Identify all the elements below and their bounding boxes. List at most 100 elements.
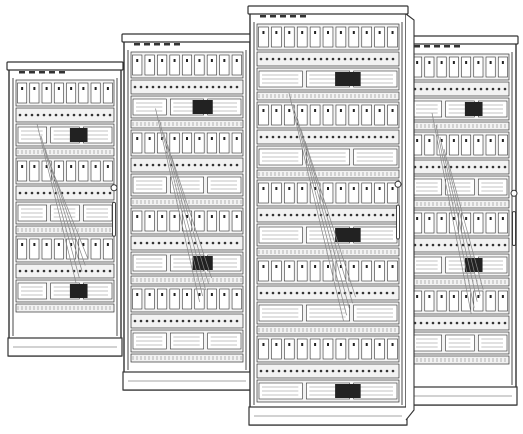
blade (348, 26, 360, 48)
label-mark (260, 15, 266, 18)
label-mark (39, 71, 45, 74)
port (479, 87, 483, 91)
blade-led (70, 165, 73, 168)
blade-led (288, 187, 291, 190)
blade (90, 238, 101, 260)
port (301, 369, 305, 373)
port (36, 191, 40, 195)
port (331, 57, 335, 61)
blade (169, 132, 180, 154)
blade (424, 56, 435, 78)
blade-led (288, 109, 291, 112)
blade-led (452, 61, 455, 64)
label-mark (454, 45, 460, 48)
cabinet-middle (121, 33, 253, 391)
blade (219, 132, 230, 154)
blade-led (352, 187, 355, 190)
port (187, 319, 191, 323)
blade (473, 212, 484, 234)
blade (231, 210, 242, 232)
port (425, 321, 429, 325)
blade (335, 260, 347, 282)
port (295, 213, 299, 217)
blade-led (288, 265, 291, 268)
blade-led (173, 293, 176, 296)
blade (206, 210, 217, 232)
blade-led (136, 137, 139, 140)
port (343, 369, 347, 373)
port (157, 163, 161, 167)
equipment-module (15, 185, 115, 201)
port (419, 243, 423, 247)
blade (374, 338, 385, 360)
blade (335, 182, 347, 204)
blade (132, 132, 143, 154)
port (503, 243, 507, 247)
equipment-module (15, 263, 115, 279)
blade (78, 82, 89, 104)
port (157, 241, 161, 245)
port (42, 113, 46, 117)
blade (296, 338, 308, 360)
blade (348, 104, 360, 126)
blade-led (186, 215, 188, 218)
blade-led (106, 243, 109, 246)
port (337, 291, 341, 295)
port (391, 291, 395, 295)
blade-led (327, 343, 329, 346)
blade-led (94, 165, 97, 168)
blade-led (301, 109, 304, 112)
blade (169, 288, 180, 310)
blade (66, 82, 77, 104)
port (277, 291, 281, 295)
blade (473, 290, 484, 312)
port (431, 87, 435, 91)
cable (443, 148, 481, 296)
blade-led (161, 215, 164, 218)
dark-module (192, 100, 213, 114)
blade-led (428, 217, 431, 220)
blade-led (428, 295, 431, 298)
port (229, 85, 233, 89)
blade-led (378, 109, 381, 112)
blade (387, 338, 398, 360)
blade (485, 134, 496, 156)
blade-led (173, 137, 176, 140)
blade-led (440, 139, 443, 142)
port (265, 135, 269, 139)
blade-led (136, 215, 139, 218)
port (385, 291, 389, 295)
blade-led (314, 265, 317, 268)
blade-led (45, 165, 48, 168)
blade-led (391, 31, 394, 34)
blade (231, 132, 242, 154)
port (491, 165, 495, 169)
port (193, 319, 197, 323)
dark-module (335, 384, 361, 398)
blade (53, 82, 64, 104)
blade (497, 290, 508, 312)
blade (284, 260, 295, 282)
port (175, 319, 179, 323)
port (271, 57, 275, 61)
port (295, 291, 299, 295)
port (289, 135, 293, 139)
port (30, 269, 34, 273)
port (379, 369, 383, 373)
port (181, 319, 185, 323)
door-knob (510, 189, 518, 197)
blade (361, 104, 372, 126)
blade-led (210, 137, 213, 140)
label-mark (280, 15, 286, 18)
blade (473, 134, 484, 156)
blade (258, 182, 269, 204)
port (455, 165, 459, 169)
equipment-module (410, 277, 510, 287)
blade-led (301, 343, 304, 346)
blade (132, 54, 143, 76)
port (24, 113, 28, 117)
blade (461, 212, 472, 234)
blade (322, 26, 334, 48)
blade (41, 160, 52, 182)
blade-led (452, 295, 455, 298)
